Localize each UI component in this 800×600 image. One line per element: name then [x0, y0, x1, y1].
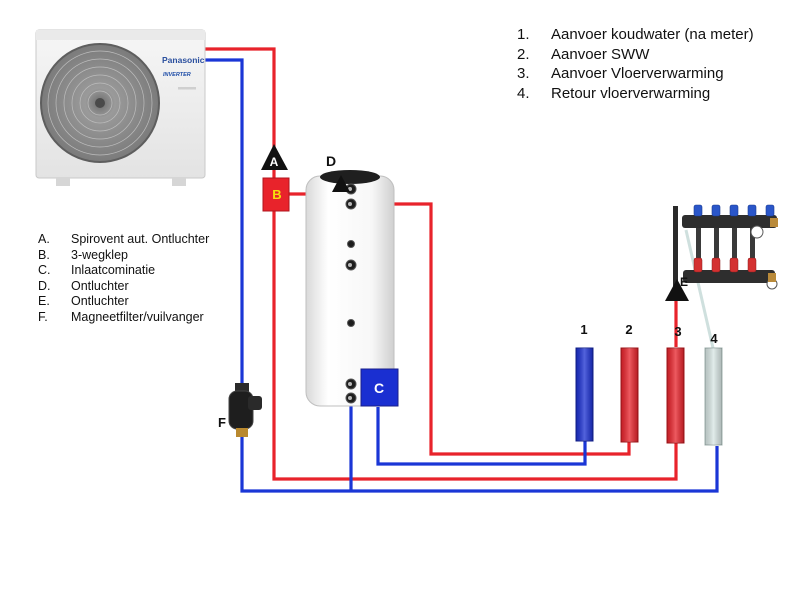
legend-item: F. Magneetfilter/vuilvanger: [38, 310, 209, 326]
connectors: 1 2 3 4: [575, 322, 723, 446]
pipe-supply-heatpump: [205, 47, 276, 183]
legend-text: 3-wegklep: [71, 247, 128, 262]
floor-heating-manifold: [673, 204, 778, 293]
legend-item: B. 3-wegklep: [38, 248, 209, 264]
legend-text: Ontluchter: [71, 294, 129, 309]
label-a: A: [270, 155, 279, 169]
connector-label-1: 1: [580, 322, 587, 337]
connector-label-3: 3: [674, 324, 681, 339]
spirovent-a: A: [261, 144, 288, 170]
legend-item: D. Ontluchter: [38, 279, 209, 295]
outdoor-unit-brand: Panasonic: [162, 55, 205, 65]
legend-text: Aanvoer SWW: [551, 45, 650, 63]
legend-letter: C.: [38, 263, 51, 278]
label-e: E: [680, 275, 688, 289]
legend-item: C. Inlaatcominatie: [38, 263, 209, 279]
legend-item: 4. Retour vloerverwarming: [517, 84, 754, 104]
legend-text: Aanvoer koudwater (na meter): [551, 26, 754, 43]
magnetic-filter-f: F: [218, 383, 262, 437]
legend-letter: F.: [38, 309, 48, 324]
connector-label-4: 4: [710, 331, 718, 346]
label-d: D: [326, 153, 336, 169]
pipe-return-heatpump: [205, 58, 244, 385]
inlet-combination-c: C: [360, 368, 399, 407]
pipe-return-filter-out: [240, 436, 719, 493]
label-c: C: [374, 380, 384, 396]
legend-connections: 1. Aanvoer koudwater (na meter) 2. Aanvoer…: [517, 25, 754, 103]
outdoor-unit-subbrand: INVERTER: [163, 72, 191, 78]
legend-number: 4.: [517, 84, 530, 102]
connector-4: 4: [704, 331, 723, 446]
connector-2: 2: [620, 322, 639, 443]
label-b: B: [272, 187, 281, 202]
manifold-gauge-icon: [750, 225, 764, 239]
legend-components: A.Spirovent aut. Ontluchter B.3-wegklep …: [38, 232, 209, 326]
pipe-floor-return-riser: [684, 229, 715, 349]
legend-letter: D.: [38, 278, 51, 293]
legend-text: Inlaatcominatie: [71, 263, 156, 278]
legend-text: Ontluchter: [71, 278, 129, 293]
connector-3: 3: [666, 324, 685, 444]
legend-item: 1. Aanvoer koudwater (na meter): [517, 25, 754, 45]
legend-item: A. Spirovent aut. Ontluchter: [38, 232, 209, 248]
three-way-valve-b: B: [262, 177, 290, 212]
legend-text: Magneetfilter/vuilvanger: [71, 309, 204, 324]
pipe-cold-water-inlet: [376, 407, 587, 466]
legend-text: Aanvoer Vloerverwarming: [551, 65, 724, 82]
legend-text: Retour vloerverwarming: [551, 84, 711, 102]
legend-number: 1.: [517, 26, 530, 43]
connector-1: 1: [575, 322, 594, 442]
legend-letter: B.: [38, 247, 50, 262]
hot-water-tank: [305, 170, 395, 407]
legend-item: 3. Aanvoer Vloerverwarming: [517, 64, 754, 84]
legend-letter: A.: [38, 232, 50, 246]
legend-item: E. Ontluchter: [38, 294, 209, 310]
legend-number: 2.: [517, 45, 530, 63]
legend-letter: E.: [38, 294, 50, 309]
pipe-sww-supply: [351, 202, 631, 456]
fan-grille-rings: [47, 50, 153, 156]
pipe-valve-to-floor-supply: [272, 205, 678, 481]
legend-number: 3.: [517, 65, 530, 82]
vent-d: D: [326, 153, 350, 192]
connector-label-2: 2: [625, 322, 632, 337]
legend-text: Spirovent aut. Ontluchter: [71, 232, 210, 246]
legend-item: 2. Aanvoer SWW: [517, 45, 754, 65]
vent-e: E: [665, 275, 689, 301]
outdoor-unit: Panasonic INVERTER: [35, 29, 206, 186]
pipework: [205, 47, 719, 493]
label-f: F: [218, 415, 226, 430]
